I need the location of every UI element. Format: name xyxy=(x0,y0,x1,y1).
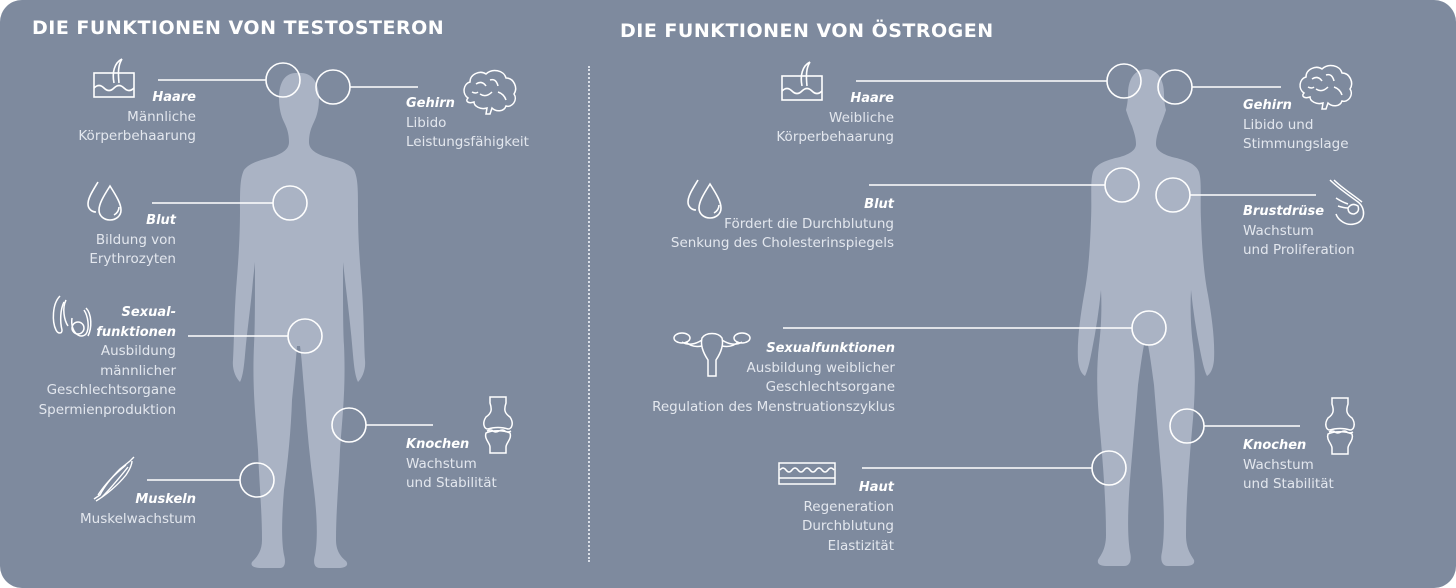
brain-icon xyxy=(1299,64,1353,110)
estrogen-hair-label: Haare Weibliche Körperbehaarung xyxy=(776,91,894,145)
testosterone-title: DIE FUNKTIONEN VON TESTOSTERON xyxy=(32,17,445,39)
estrogen-skin-label: Haut Regeneration Durchblutung Elastizit… xyxy=(801,480,894,554)
testosterone-sexual-label: Sexual- funktionen Ausbildung männlicher… xyxy=(38,305,176,418)
testosterone-blood-label: Blut Bildung von Erythrozyten xyxy=(89,213,176,267)
testosterone-muscle-label: Muskeln Muskelwachstum xyxy=(80,492,196,527)
blood-drops-icon xyxy=(87,181,122,221)
testosterone-brain-label: Gehirn Libido Leistungsfähigkeit xyxy=(406,96,529,150)
uterus-icon xyxy=(673,332,751,377)
muscle-icon xyxy=(93,456,135,502)
testosterone-hair-label: Haare Männliche Körperbehaarung xyxy=(78,90,196,144)
estrogen-brain-label: Gehirn Libido und Stimmungslage xyxy=(1243,98,1349,152)
estrogen-breast-label: Brustdrüse Wachstum und Proliferation xyxy=(1243,204,1355,258)
female-silhouette xyxy=(1077,69,1215,566)
breast-gland-icon xyxy=(1329,179,1365,226)
section-divider xyxy=(588,66,590,562)
hair-skin-icon xyxy=(93,58,135,98)
estrogen-bone-label: Knochen Wachstum und Stabilität xyxy=(1243,438,1334,492)
estrogen-title: DIE FUNKTIONEN VON ÖSTROGEN xyxy=(620,20,994,42)
knee-joint-icon xyxy=(483,396,513,454)
connectors xyxy=(147,62,1316,498)
estrogen-sexual-label: Sexualfunktionen Ausbildung weiblicher G… xyxy=(652,341,895,415)
skin-layer-icon xyxy=(778,462,836,485)
estrogen-blood-label: Blut Fördert die Durchblutung Senkung de… xyxy=(670,197,894,251)
hair-skin-icon xyxy=(781,61,823,101)
male-genitals-icon xyxy=(52,295,92,337)
testosterone-bone-label: Knochen Wachstum und Stabilität xyxy=(406,437,497,491)
knee-joint-icon xyxy=(1325,397,1355,455)
blood-drops-icon xyxy=(687,179,722,219)
brain-icon xyxy=(463,69,517,115)
